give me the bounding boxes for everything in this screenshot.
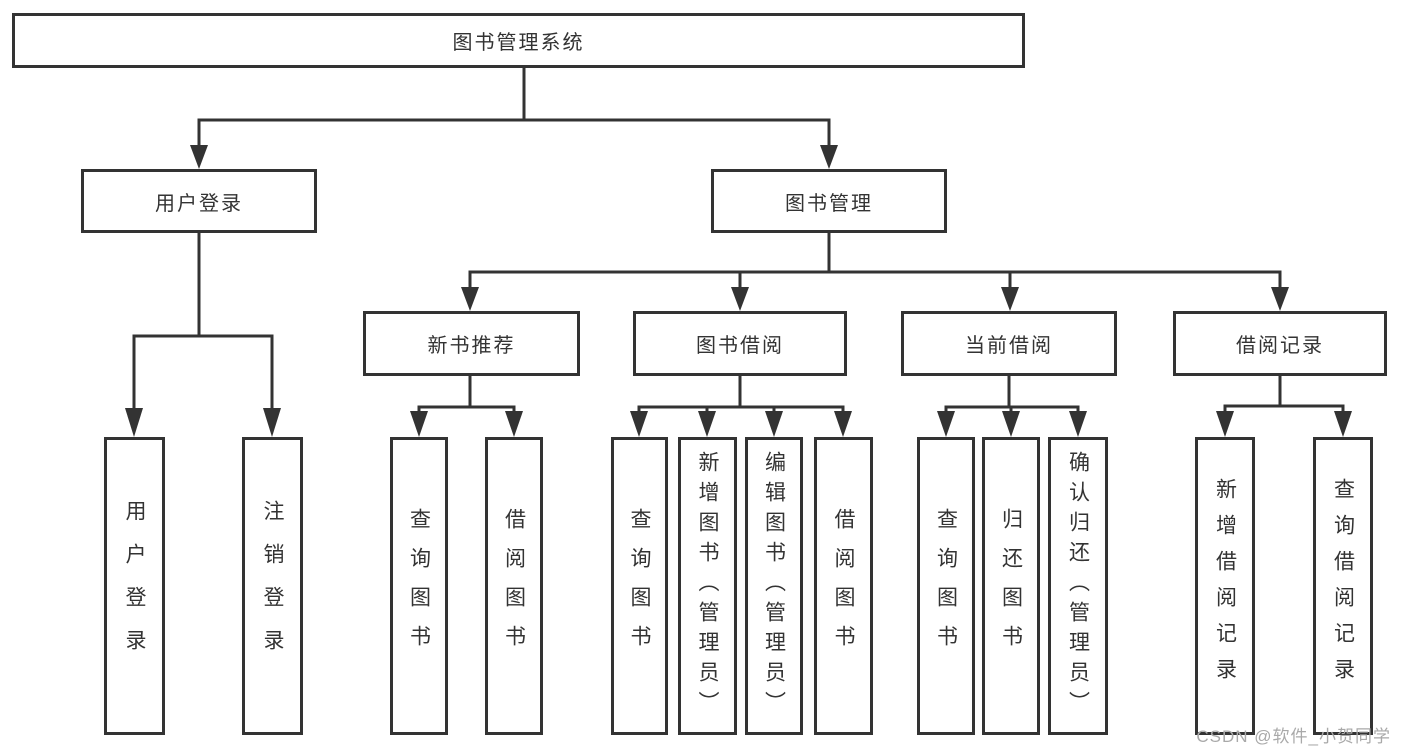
node-borrow-records-label: 借阅记录 [1236,335,1324,357]
connector-new-book-recommend [417,374,516,415]
leaf-query-borrow-record: 查询借阅记录 [1313,437,1373,735]
connector-user-login [132,231,274,412]
leaf-query-books-borrow: 查询图书 [611,437,668,735]
connector-book-management [468,231,1282,291]
leaf-add-book-admin: 新增图书（管理员） [678,437,737,735]
node-root: 图书管理系统 [12,13,1025,68]
leaf-logout-label: 注销登录 [261,500,284,672]
leaf-edit-book-admin-label: 编辑图书（管理员） [762,451,786,721]
node-user-login: 用户登录 [81,169,317,233]
leaf-borrow-books-recommend: 借阅图书 [485,437,543,735]
leaf-query-borrow-record-label: 查询借阅记录 [1331,478,1355,694]
node-book-borrow: 图书借阅 [633,311,847,376]
leaf-borrow-books-borrow: 借阅图书 [814,437,873,735]
leaf-query-books-recommend-label: 查询图书 [407,508,431,664]
node-new-book-recommend-label: 新书推荐 [427,335,516,357]
node-book-management: 图书管理 [711,169,947,233]
connector-book-borrow [637,374,845,415]
connector-borrow-records [1223,374,1345,415]
leaf-query-books-current: 查询图书 [917,437,975,735]
leaf-add-book-admin-label: 新增图书（管理员） [696,451,719,721]
leaf-user-login-label: 用户登录 [123,500,146,672]
connector-root [197,66,831,149]
connector-current-borrow [944,374,1080,415]
arrowheads [125,145,1352,437]
node-current-borrow: 当前借阅 [901,311,1117,376]
node-root-label: 图书管理系统 [452,32,585,54]
leaf-query-books-recommend: 查询图书 [390,437,448,735]
leaf-confirm-return-admin-label: 确认归还（管理员） [1066,451,1090,721]
leaf-borrow-books-borrow-label: 借阅图书 [832,508,855,664]
leaf-logout: 注销登录 [242,437,303,735]
node-user-login-label: 用户登录 [155,192,243,215]
node-new-book-recommend: 新书推荐 [363,311,580,376]
leaf-add-borrow-record: 新增借阅记录 [1195,437,1255,735]
leaf-return-books-label: 归还图书 [999,508,1023,664]
leaf-borrow-books-recommend-label: 借阅图书 [502,508,526,664]
leaf-return-books: 归还图书 [982,437,1040,735]
leaf-query-books-borrow-label: 查询图书 [628,508,651,664]
node-borrow-records: 借阅记录 [1173,311,1387,376]
node-book-borrow-label: 图书借阅 [696,335,784,357]
leaf-edit-book-admin: 编辑图书（管理员） [745,437,803,735]
node-book-management-label: 图书管理 [785,192,873,215]
leaf-confirm-return-admin: 确认归还（管理员） [1048,437,1108,735]
leaf-query-books-current-label: 查询图书 [934,508,958,664]
leaf-add-borrow-record-label: 新增借阅记录 [1213,478,1237,694]
watermark-text: CSDN @软件_小贺同学 [1196,727,1391,746]
node-current-borrow-label: 当前借阅 [965,335,1053,357]
leaf-user-login: 用户登录 [104,437,165,735]
